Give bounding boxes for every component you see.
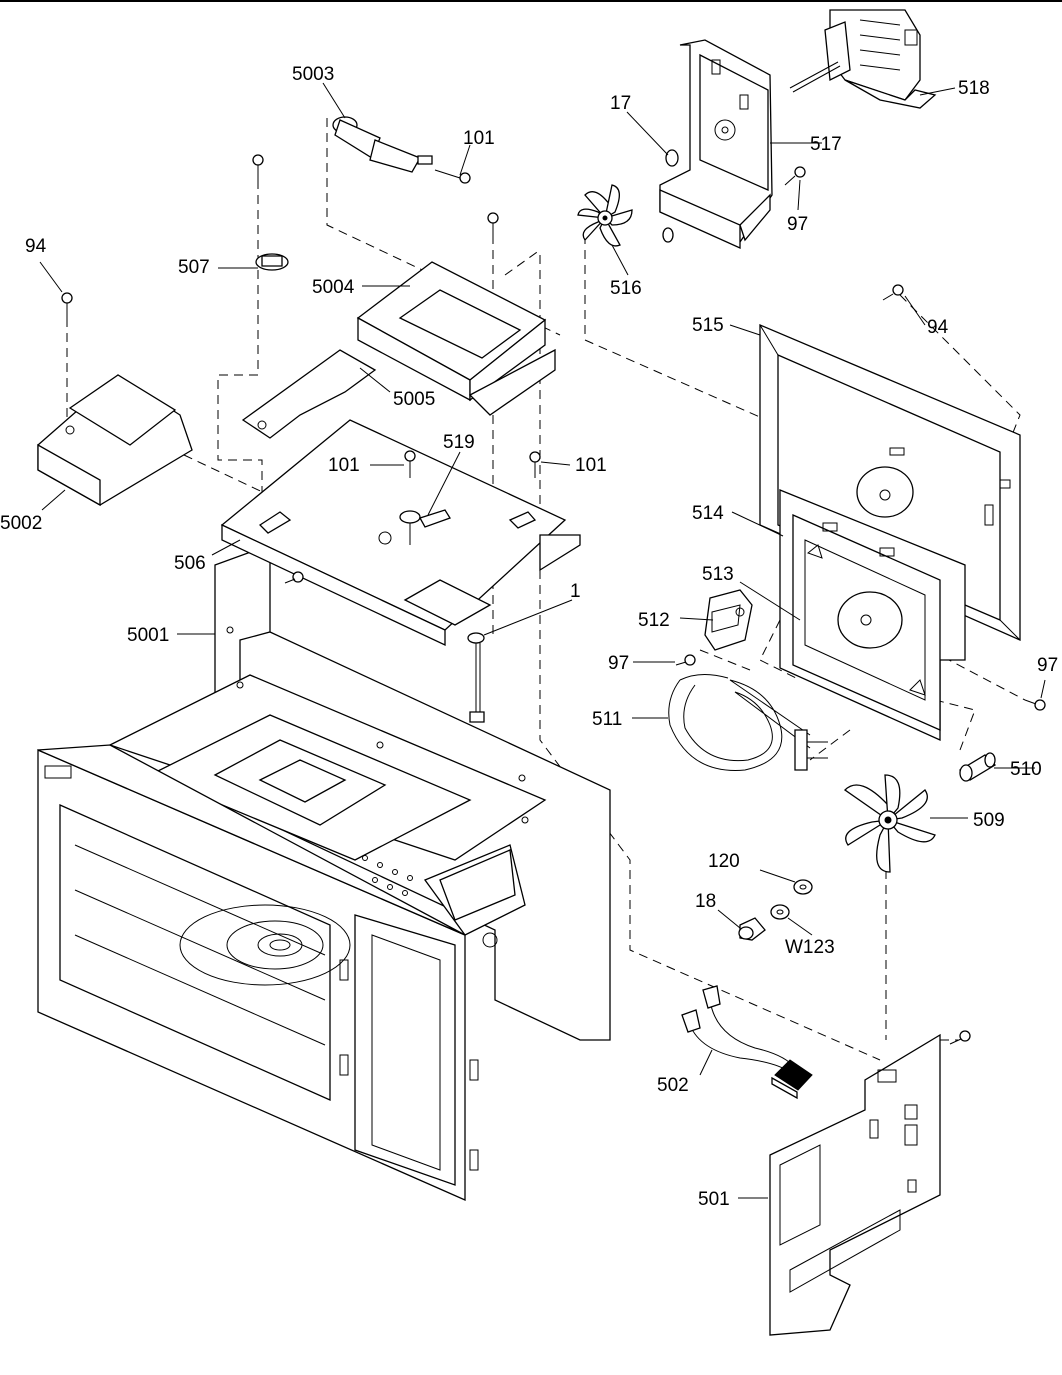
leader-lines — [40, 83, 1045, 1198]
washer-17 — [663, 150, 678, 242]
label-512: 512 — [638, 610, 670, 631]
screw-mid-icon — [488, 213, 498, 238]
screw-94-right-icon — [883, 285, 903, 300]
label-94-left: 94 — [25, 236, 47, 257]
label-5004: 5004 — [312, 277, 355, 298]
panel-501 — [770, 1035, 940, 1335]
label-101-right: 101 — [575, 455, 607, 476]
label-W123: W123 — [785, 937, 835, 958]
screw-101-top-icon — [435, 170, 470, 183]
screw-cavity-icon — [285, 572, 303, 583]
label-515: 515 — [692, 315, 724, 336]
label-506: 506 — [174, 553, 206, 574]
screw-top-icon — [253, 155, 263, 180]
label-17: 17 — [610, 93, 631, 114]
label-517: 517 — [810, 134, 842, 155]
fan-509 — [845, 775, 935, 872]
label-97-top: 97 — [787, 214, 808, 235]
label-511: 511 — [592, 709, 622, 730]
label-5002: 5002 — [0, 513, 42, 534]
label-516: 516 — [610, 278, 642, 299]
label-101-top: 101 — [463, 128, 495, 149]
screw-501-icon — [950, 1031, 970, 1044]
screw-97-top-icon — [785, 167, 805, 185]
fan-516 — [578, 185, 632, 246]
cover-5002 — [38, 375, 192, 505]
label-97-right: 97 — [1037, 655, 1058, 676]
label-97-mid: 97 — [608, 653, 629, 674]
stirrer-519 — [400, 510, 450, 545]
label-5003: 5003 — [292, 64, 334, 85]
lamp-5003 — [333, 117, 432, 172]
part-labels: 5003 101 17 518 517 97 94 507 5004 516 5… — [0, 64, 1058, 1210]
label-507: 507 — [178, 257, 210, 278]
screw-101-left-icon — [405, 451, 415, 478]
thermostat-507 — [256, 254, 288, 270]
screw-101-right-icon — [530, 452, 540, 478]
label-5001: 5001 — [127, 625, 169, 646]
label-120: 120 — [708, 851, 740, 872]
motor-518 — [790, 10, 935, 108]
label-519: 519 — [443, 432, 475, 453]
top-plate-506 — [222, 420, 580, 645]
bracket-512 — [705, 590, 752, 650]
label-5005: 5005 — [393, 389, 435, 410]
label-501: 501 — [698, 1189, 730, 1210]
spacer-510 — [960, 753, 995, 781]
bracket-517 — [660, 40, 772, 248]
hardware-120-w123-18 — [739, 880, 812, 940]
bracket-5005 — [243, 350, 375, 438]
label-1: 1 — [570, 581, 581, 602]
harness-502 — [682, 986, 812, 1098]
screw-94-left-icon — [62, 293, 72, 318]
sensor-1 — [468, 633, 484, 722]
screw-97-right-icon — [1025, 700, 1045, 710]
label-18: 18 — [695, 891, 716, 912]
main-cavity-5001 — [38, 545, 610, 1200]
label-513: 513 — [702, 564, 734, 585]
heater-511 — [669, 674, 828, 770]
label-510: 510 — [1010, 759, 1042, 780]
label-514: 514 — [692, 503, 724, 524]
label-502: 502 — [657, 1075, 689, 1096]
panel-514 — [780, 490, 965, 740]
label-518: 518 — [958, 78, 990, 99]
label-94-right: 94 — [927, 317, 949, 338]
label-509: 509 — [973, 810, 1005, 831]
label-101-left: 101 — [328, 455, 360, 476]
screws — [62, 155, 1045, 1044]
waveguide-5004 — [358, 262, 555, 415]
screw-97-mid-icon — [676, 655, 695, 665]
